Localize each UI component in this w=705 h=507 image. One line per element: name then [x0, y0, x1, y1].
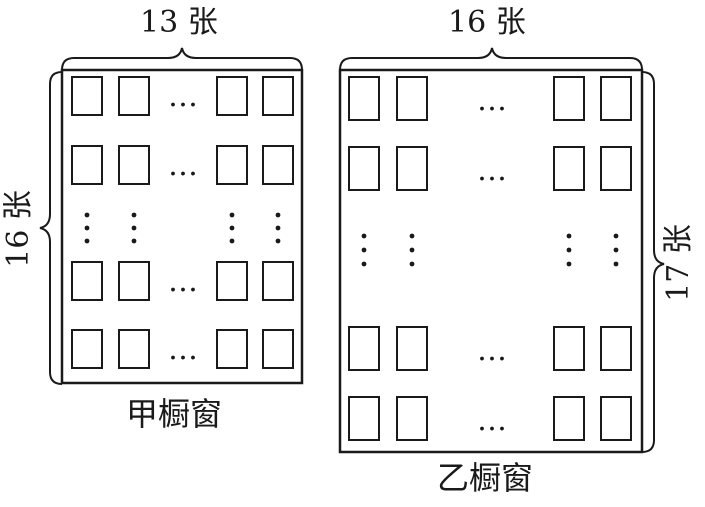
window-b-caption: 乙橱窗 — [437, 459, 534, 497]
photo-tile — [262, 329, 294, 369]
photo-tile — [216, 261, 248, 301]
photo-tile — [348, 326, 380, 371]
v-ellipsis — [361, 233, 367, 267]
photo-tile — [71, 329, 103, 369]
window-b-row-2 — [348, 146, 632, 191]
window-a-top-brace — [61, 47, 303, 71]
window-a-caption: 甲橱窗 — [126, 395, 223, 433]
h-ellipsis: … — [477, 333, 507, 368]
window-b-side-label: 17 张 — [660, 224, 696, 302]
h-ellipsis: … — [168, 79, 198, 114]
v-ellipsis — [229, 212, 235, 244]
photo-tile — [600, 146, 632, 191]
window-a-row-1 — [71, 76, 294, 116]
photo-tile — [118, 76, 150, 116]
window-b-row-4 — [348, 326, 632, 371]
window-b-right-brace — [641, 71, 665, 453]
h-ellipsis: … — [477, 403, 507, 438]
photo-tile — [71, 76, 103, 116]
photo-tile — [348, 146, 380, 191]
window-a-left-brace — [39, 71, 63, 385]
window-b-top-brace — [339, 47, 643, 71]
v-ellipsis — [275, 212, 281, 244]
photo-tile — [262, 145, 294, 185]
photo-tile — [118, 329, 150, 369]
photo-tile — [553, 396, 585, 441]
photo-tile — [396, 326, 428, 371]
photo-tile — [396, 396, 428, 441]
photo-tile — [348, 396, 380, 441]
window-a-side-label: 16 张 — [0, 190, 36, 268]
photo-tile — [553, 76, 585, 121]
window-a-row-5 — [71, 329, 294, 369]
h-ellipsis: … — [168, 264, 198, 299]
window-a-row-2 — [71, 145, 294, 185]
v-ellipsis — [409, 233, 415, 267]
window-a-frame — [60, 68, 304, 385]
v-ellipsis — [613, 233, 619, 267]
h-ellipsis: … — [168, 332, 198, 367]
photo-tile — [348, 76, 380, 121]
photo-tile — [216, 329, 248, 369]
photo-tile — [553, 326, 585, 371]
photo-tile — [262, 76, 294, 116]
photo-tile — [71, 261, 103, 301]
window-a-top-label: 13 张 — [140, 5, 218, 40]
window-b-top-label: 16 张 — [448, 5, 526, 40]
photo-tile — [600, 396, 632, 441]
photo-tile — [216, 76, 248, 116]
photo-tile — [396, 146, 428, 191]
h-ellipsis: … — [477, 153, 507, 188]
window-b-frame — [338, 68, 644, 454]
h-ellipsis: … — [168, 148, 198, 183]
photo-tile — [553, 146, 585, 191]
window-b: … … … … — [338, 47, 665, 454]
photo-tile — [262, 261, 294, 301]
v-ellipsis — [131, 212, 137, 244]
photo-tile — [118, 261, 150, 301]
photo-tile — [600, 76, 632, 121]
photo-tile — [216, 145, 248, 185]
photo-tile — [71, 145, 103, 185]
window-a-row-4 — [71, 261, 294, 301]
window-b-row-1 — [348, 76, 632, 121]
window-b-row-5 — [348, 396, 632, 441]
photo-tile — [118, 145, 150, 185]
window-a: … … … … — [39, 47, 304, 385]
v-ellipsis — [566, 233, 572, 267]
photo-tile — [600, 326, 632, 371]
h-ellipsis: … — [477, 83, 507, 118]
photo-tile — [396, 76, 428, 121]
v-ellipsis — [84, 212, 90, 244]
